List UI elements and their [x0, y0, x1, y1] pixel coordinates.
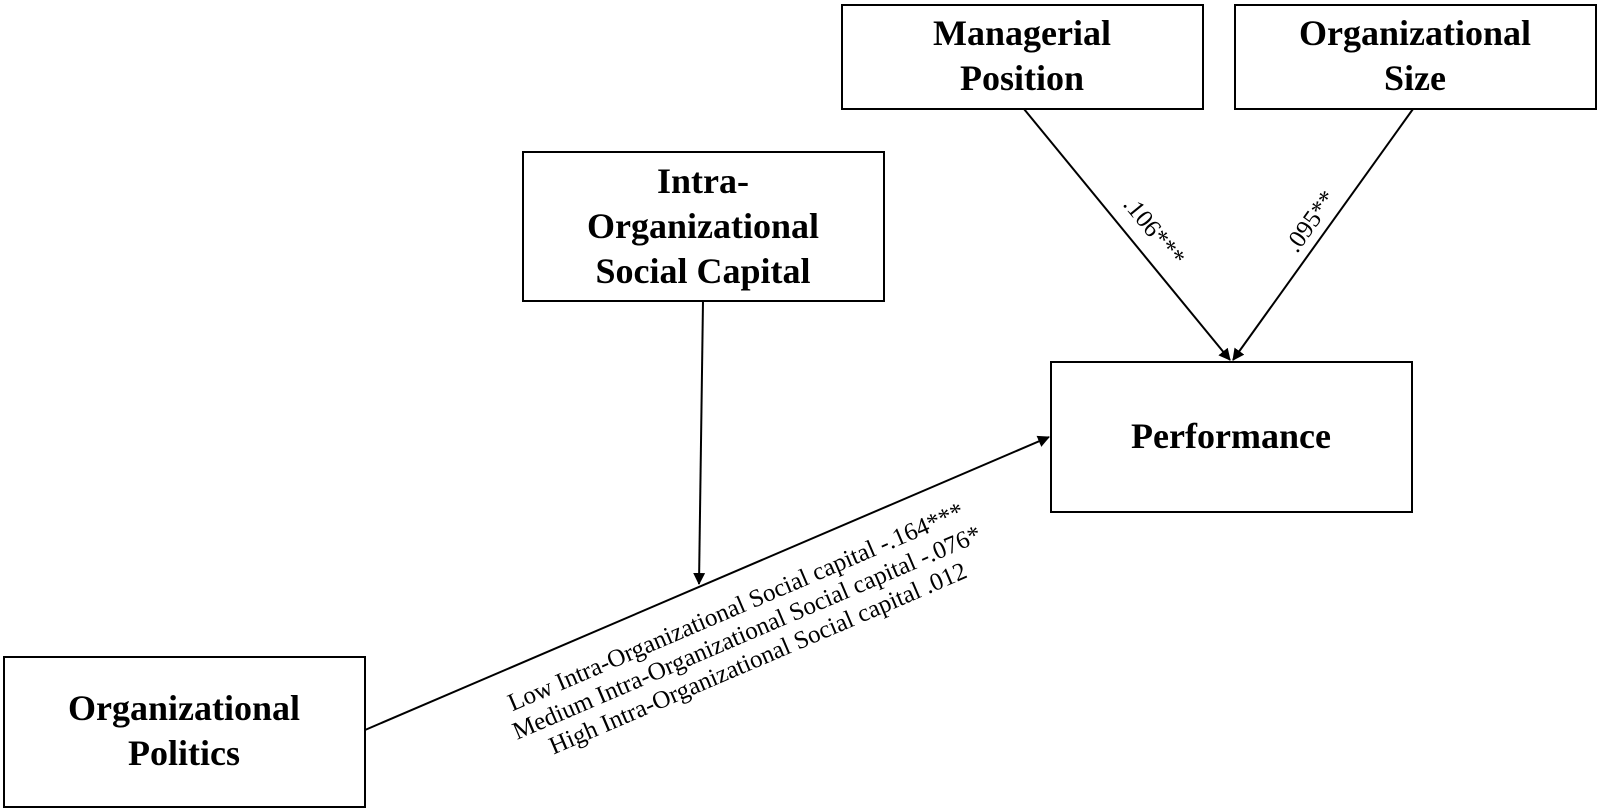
moderation-labels: Low Intra-Organizational Social capital … — [504, 498, 986, 760]
arrow-size-to-performance — [1232, 108, 1414, 361]
node-social-capital-line-2: Organizational — [587, 206, 819, 246]
node-managerial-position: Managerial Position — [841, 4, 1204, 110]
node-managerial-position-line-1: Managerial — [933, 13, 1111, 53]
node-organizational-size-line-1: Organizational — [1299, 13, 1531, 53]
node-organizational-politics-line-1: Organizational — [68, 688, 300, 728]
node-organizational-size: Organizational Size — [1234, 4, 1597, 110]
arrow-managerial-to-performance — [1023, 108, 1231, 361]
node-performance: Performance — [1050, 361, 1413, 513]
node-social-capital-line-1: Intra- — [657, 161, 749, 201]
arrow-politics-to-performance — [364, 435, 1050, 731]
node-managerial-position-line-2: Position — [960, 58, 1084, 98]
node-performance-label: Performance — [1131, 416, 1331, 456]
arrow-social-capital-moderation — [693, 300, 706, 585]
node-social-capital-line-3: Social Capital — [595, 251, 810, 291]
coef-medium-social-capital: Medium Intra-Organizational Social capit… — [509, 521, 986, 746]
node-organizational-politics: Organizational Politics — [3, 656, 366, 808]
coef-managerial-to-performance: .106*** — [1118, 191, 1190, 271]
node-organizational-politics-line-2: Politics — [128, 733, 240, 773]
node-organizational-size-line-2: Size — [1384, 58, 1446, 98]
node-intra-organizational-social-capital: Intra- Organizational Social Capital — [522, 151, 885, 302]
